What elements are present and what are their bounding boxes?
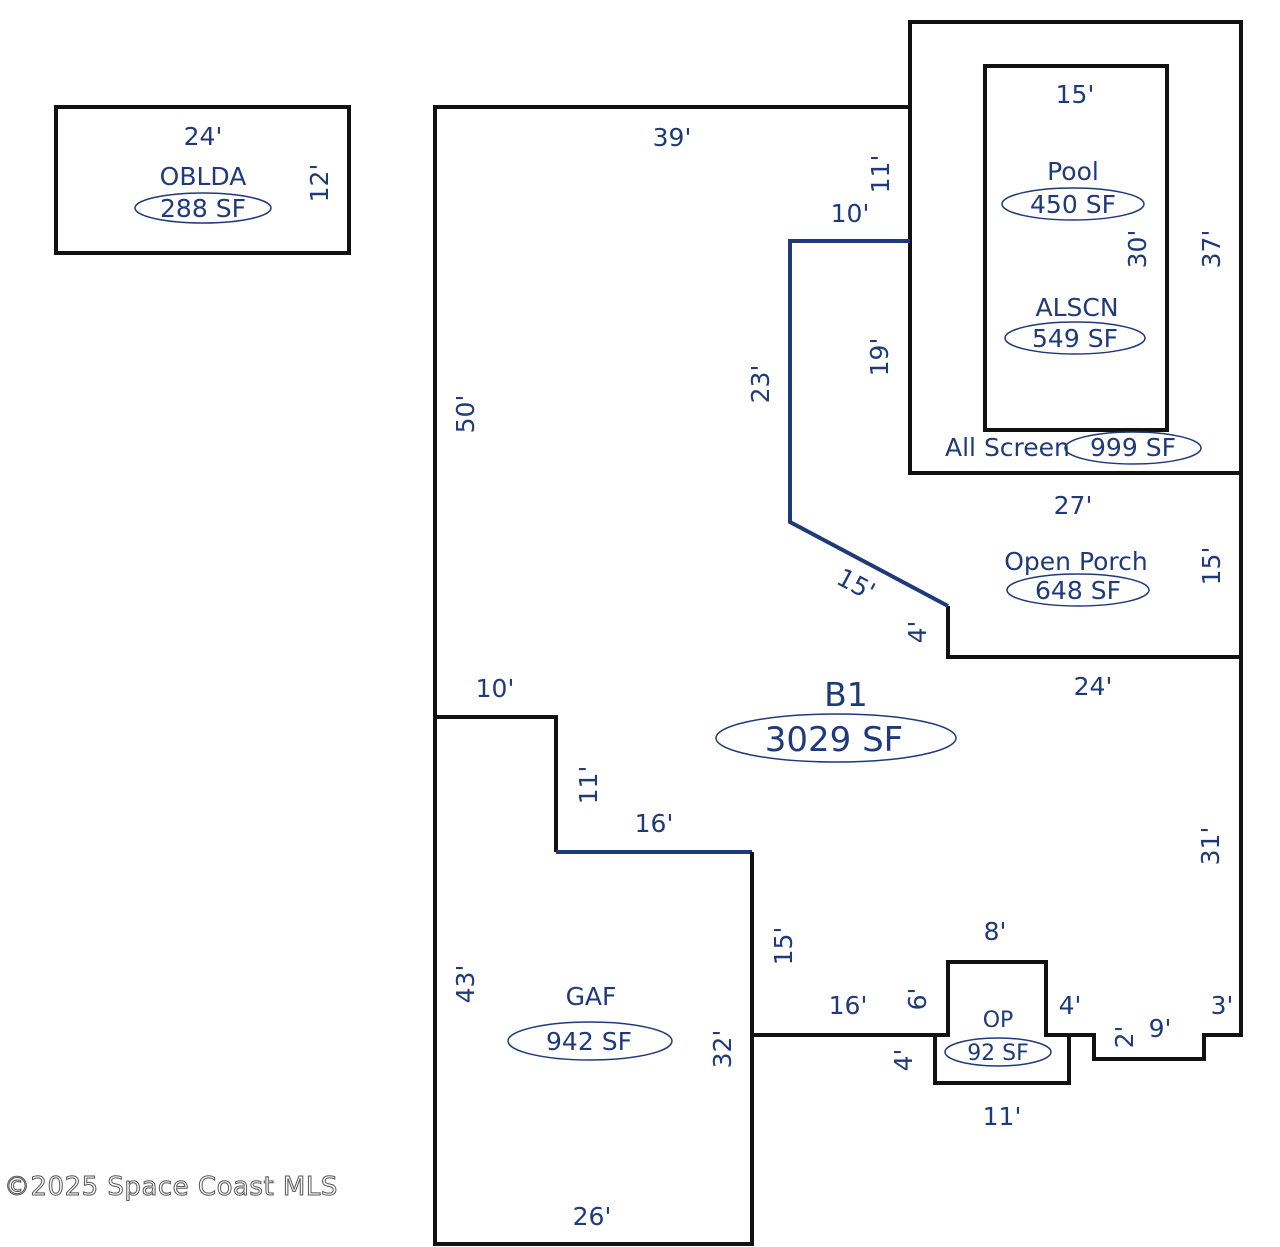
op-name: OP xyxy=(983,1008,1014,1033)
dim-inner-left: 23' xyxy=(746,365,775,404)
pool-outline xyxy=(983,64,1169,432)
screen-enclosure-outline xyxy=(908,20,1243,475)
b1-sf-oval xyxy=(715,713,957,763)
all-screen-sf-oval xyxy=(1064,431,1202,465)
house-outline xyxy=(433,105,1243,1246)
open-porch-sf-oval xyxy=(1006,573,1150,607)
alscn-name: ALSCN xyxy=(1035,293,1118,322)
porch-bottom-wall xyxy=(946,606,1241,659)
dim-garage-left: 43' xyxy=(451,965,480,1004)
dim-oblda-height: 12' xyxy=(305,164,334,203)
alscn-sf: 549 SF xyxy=(1032,324,1118,353)
oblda-outline xyxy=(54,105,351,255)
dim-porch-right: 15' xyxy=(1197,547,1226,586)
op-sf: 92 SF xyxy=(967,1041,1029,1066)
dim-jog-right: 3' xyxy=(1211,991,1234,1020)
pool-sf: 450 SF xyxy=(1030,190,1116,219)
dim-garage-right-upper: 15' xyxy=(769,927,798,966)
copyright-watermark: ©2025 Space Coast MLS xyxy=(4,1172,338,1203)
dim-porch-top: 27' xyxy=(1054,491,1093,520)
open-porch-sf: 648 SF xyxy=(1035,576,1121,605)
dim-jog-width: 9' xyxy=(1149,1014,1172,1043)
gaf-name: GAF xyxy=(566,982,617,1011)
open-porch-name: Open Porch xyxy=(1004,547,1148,576)
dim-op-bottom: 11' xyxy=(983,1102,1022,1131)
oblda-sf: 288 SF xyxy=(160,194,246,223)
dim-small-step: 4' xyxy=(903,621,932,644)
dim-garage-notch-top: 10' xyxy=(476,674,515,703)
dim-pool-width: 15' xyxy=(1056,80,1095,109)
dim-garage-notch-side: 11' xyxy=(574,766,603,805)
dim-op-right: 4' xyxy=(1059,991,1082,1020)
op-sf-oval xyxy=(944,1037,1052,1067)
dim-op-left: 6' xyxy=(903,988,932,1011)
dim-garage-top: 16' xyxy=(635,809,674,838)
all-screen-sf: 999 SF xyxy=(1090,433,1176,462)
b1-name: B1 xyxy=(824,675,868,714)
dim-jog-height: 2' xyxy=(1110,1026,1139,1049)
op-outline xyxy=(933,1035,1071,1085)
dim-notch-top: 10' xyxy=(831,199,870,228)
dim-garage-bottom: 26' xyxy=(573,1202,612,1231)
dim-garage-right: 32' xyxy=(708,1030,737,1069)
b1-sf: 3029 SF xyxy=(765,720,903,760)
dim-right-wall: 31' xyxy=(1196,827,1225,866)
dim-screen-left-upper: 11' xyxy=(866,155,895,194)
porch-inner-wall xyxy=(788,239,949,608)
garage-wall xyxy=(435,715,558,852)
dim-top-wall: 39' xyxy=(653,123,692,152)
dim-pool-height: 30' xyxy=(1123,230,1152,269)
all-screen-name: All Screen xyxy=(945,433,1070,462)
dim-op-top: 8' xyxy=(984,917,1007,946)
dim-left-wall: 50' xyxy=(451,395,480,434)
alscn-sf-oval xyxy=(1004,321,1146,355)
gaf-sf: 942 SF xyxy=(546,1027,632,1056)
pool-sf-oval xyxy=(1001,187,1145,221)
oblda-sf-oval xyxy=(134,192,272,224)
dim-screen-right: 37' xyxy=(1197,230,1226,269)
dim-porch-bottom: 24' xyxy=(1074,672,1113,701)
dim-oblda-width: 24' xyxy=(184,122,223,151)
dim-diagonal: 15' xyxy=(832,563,880,607)
dim-screen-left-lower: 19' xyxy=(865,338,894,377)
gaf-sf-oval xyxy=(507,1021,673,1061)
dim-front-wall: 16' xyxy=(829,991,868,1020)
oblda-name: OBLDA xyxy=(160,162,247,191)
pool-name: Pool xyxy=(1047,157,1099,186)
dim-op-lower-left: 4' xyxy=(889,1049,918,1072)
